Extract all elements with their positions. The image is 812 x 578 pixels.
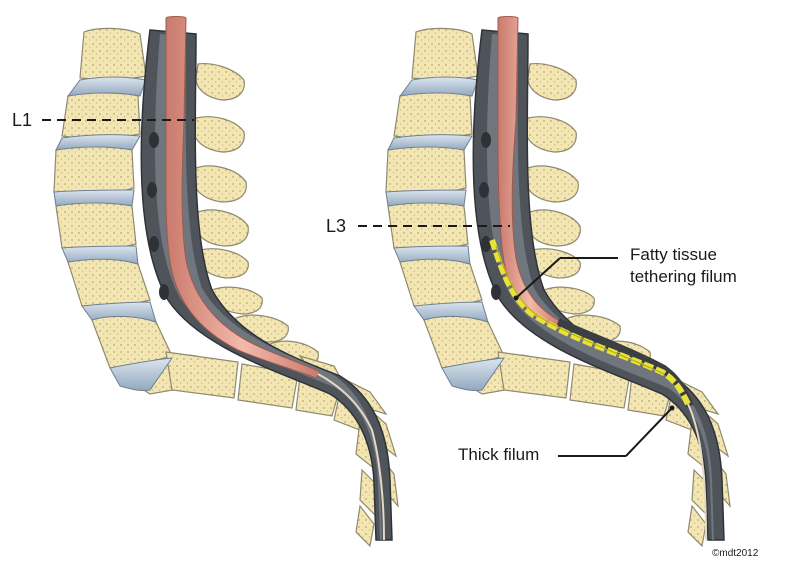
callout-fatty-tissue: Fatty tissue tethering filum xyxy=(513,245,737,301)
copyright-text: ©mdt2012 xyxy=(712,548,759,559)
fatty-tissue xyxy=(489,239,691,406)
tethered-spine-panel xyxy=(385,16,731,547)
level-label-l1: L1 xyxy=(12,110,32,130)
callout-fatty-tissue-line1: Fatty tissue xyxy=(630,245,717,264)
level-marker-l3: L3 xyxy=(326,216,510,236)
callout-fatty-tissue-line2: tethering filum xyxy=(630,267,737,286)
level-marker-l1: L1 xyxy=(12,110,194,130)
normal-spine-panel xyxy=(53,15,399,547)
level-label-l3: L3 xyxy=(326,216,346,236)
callout-thick-filum-label: Thick filum xyxy=(458,445,539,464)
callout-thick-filum: Thick filum xyxy=(458,405,675,464)
